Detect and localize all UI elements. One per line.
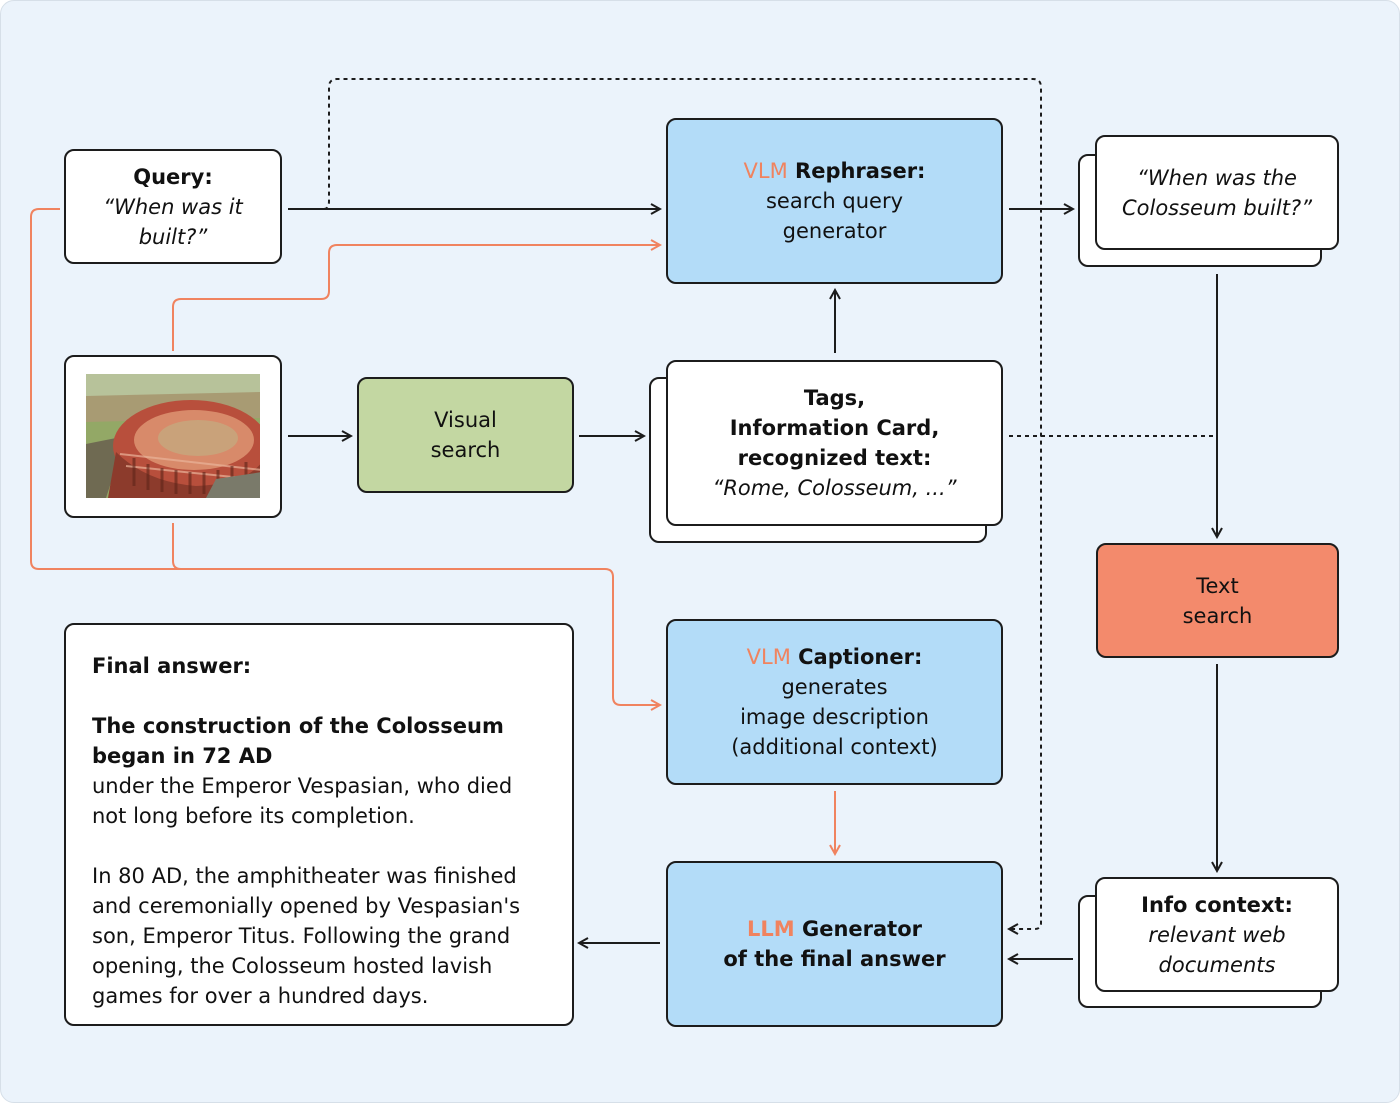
visual-search-box: Visual search	[357, 377, 574, 493]
text-search-box: Text search	[1096, 543, 1339, 658]
tags-line-4: “Rome, Colosseum, ...”	[712, 476, 957, 500]
final-answer-spacer-2	[92, 831, 552, 861]
captioner-title-text: Captioner:	[790, 645, 923, 669]
captioner-title: VLM Captioner:	[747, 642, 923, 672]
tags-line-2: Information Card,	[729, 416, 940, 440]
final-answer-p2-line-2: and ceremonially opened by Vespasian's	[92, 894, 521, 918]
tags-box: Tags, Information Card, recognized text:…	[666, 360, 1003, 526]
final-answer-p2-line-4: opening, the Colosseum hosted lavish	[92, 954, 493, 978]
generator-line-2: of the final answer	[723, 947, 946, 971]
generator-accent: LLM	[746, 917, 795, 941]
colosseum-photo-icon	[86, 374, 260, 498]
rephraser-line-1: search query	[765, 189, 904, 213]
dotted-query-bypass	[323, 78, 1042, 929]
generator-title: LLM Generator	[747, 914, 922, 944]
final-answer-p2-line-3: son, Emperor Titus. Following the grand	[92, 924, 511, 948]
llm-generator-box: LLM Generator of the final answer	[666, 861, 1003, 1027]
captioner-line-1: generates	[781, 675, 888, 699]
final-answer-bold-line-1: The construction of the Colosseum	[92, 714, 504, 738]
query-label: Query:	[133, 164, 213, 189]
info-context-line-2: documents	[1158, 952, 1276, 977]
tags-line-3: recognized text:	[737, 446, 932, 470]
captioner-line-3: (additional context)	[731, 735, 938, 759]
text-search-line-2: search	[1182, 603, 1253, 628]
info-context-box: Info context: relevant web documents	[1095, 877, 1339, 992]
query-text-line-2: built?”	[138, 224, 208, 249]
final-answer-spacer-1	[92, 681, 552, 711]
rephrased-query-line-1: “When was the	[1137, 165, 1297, 190]
info-context-title: Info context:	[1141, 892, 1293, 917]
vlm-rephraser-box: VLM Rephraser: search query generator	[666, 118, 1003, 284]
text-search-line-1: Text	[1196, 573, 1239, 598]
vlm-captioner-box: VLM Captioner: generates image descripti…	[666, 619, 1003, 785]
rephraser-line-2: generator	[782, 219, 887, 243]
final-answer-p1-line-1: under the Emperor Vespasian, who died	[92, 774, 513, 798]
final-answer-p1-line-2: not long before its completion.	[92, 804, 415, 828]
final-answer-bold-line-2: began in 72 AD	[92, 744, 273, 768]
orange-image-to-captioner	[172, 523, 182, 570]
generator-title-text: Generator	[794, 917, 922, 941]
query-box: Query: “When was it built?”	[64, 149, 282, 264]
rephraser-title: VLM Rephraser:	[744, 156, 926, 186]
rephraser-accent: VLM	[743, 159, 788, 183]
rephraser-title-text: Rephraser:	[787, 159, 926, 183]
final-answer-title: Final answer:	[92, 654, 252, 678]
orange-query-to-captioner	[30, 208, 660, 705]
orange-image-to-rephraser	[172, 245, 660, 351]
rephrased-query-line-2: Colosseum built?”	[1121, 195, 1312, 220]
final-answer-p2-line-5: games for over a hundred days.	[92, 984, 429, 1008]
captioner-accent: VLM	[746, 645, 791, 669]
captioner-line-2: image description	[740, 705, 929, 729]
final-answer-box: Final answer: The construction of the Co…	[64, 623, 574, 1026]
visual-search-line-1: Visual	[434, 408, 497, 432]
info-context-line-1: relevant web	[1148, 922, 1286, 947]
tags-line-1: Tags,	[803, 386, 866, 410]
query-text-line-1: “When was it	[103, 194, 243, 219]
visual-search-line-2: search	[430, 438, 501, 462]
final-answer-p2-line-1: In 80 AD, the amphitheater was finished	[92, 864, 517, 888]
rephrased-query-box: “When was the Colosseum built?”	[1095, 135, 1339, 250]
